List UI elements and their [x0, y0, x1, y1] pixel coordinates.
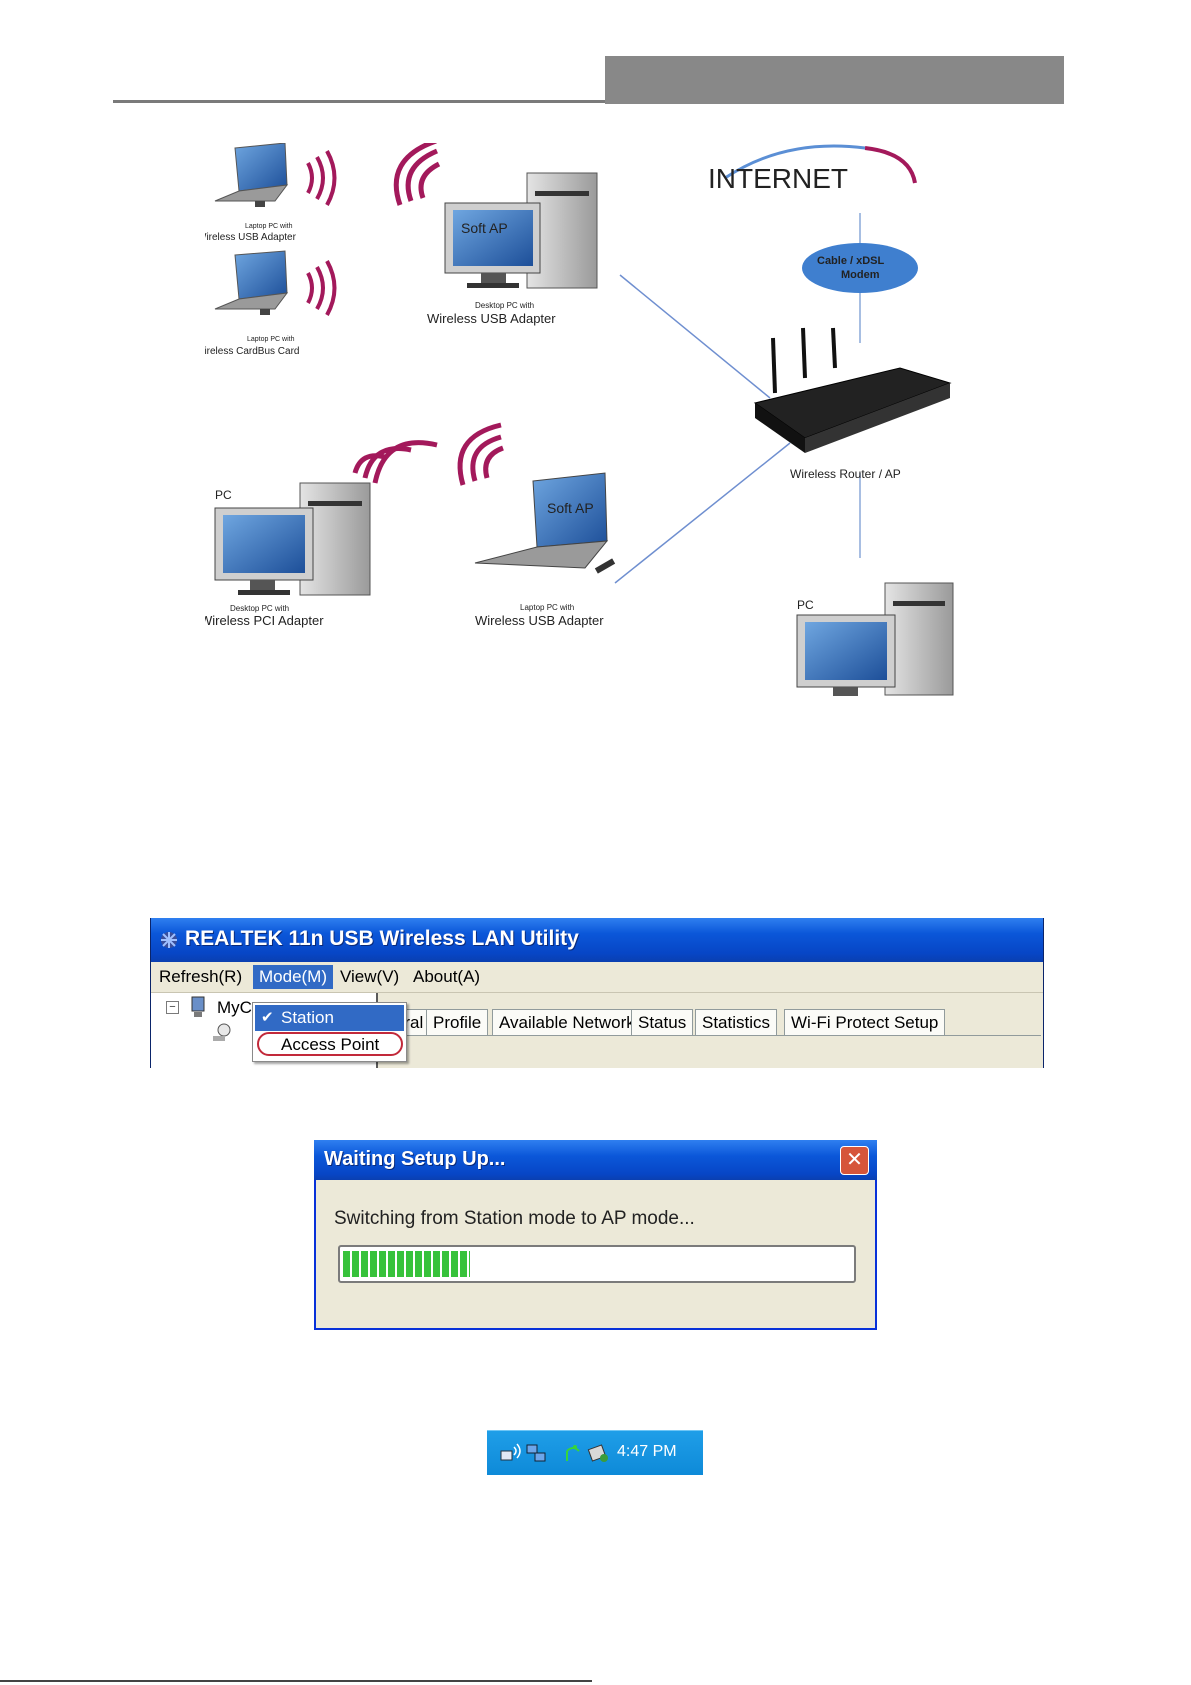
modem-label-2: Modem: [841, 269, 880, 281]
station-label: Station: [281, 1008, 334, 1027]
wifi-waves-icon: [306, 150, 337, 206]
wifi-waves-icon: [457, 422, 504, 486]
soft-ap-tray-icon[interactable]: [587, 1441, 611, 1465]
desktop-usb-label: Wireless USB Adapter: [427, 311, 556, 326]
network-diagram-svg: Laptop PC with Wireless USB Adapter Lapt…: [205, 143, 954, 696]
laptop-softap-label: Wireless USB Adapter: [475, 613, 604, 628]
dialog-title-bar[interactable]: Waiting Setup Up... ✕: [314, 1140, 877, 1180]
soft-ap-label: Soft AP: [461, 220, 508, 236]
dialog-title: Waiting Setup Up...: [324, 1148, 506, 1170]
menu-about[interactable]: About(A): [413, 967, 481, 986]
system-tray: 4:47 PM: [487, 1430, 703, 1475]
wifi-waves-icon: [352, 440, 438, 484]
modem-label-1: Cable / xDSL: [817, 255, 885, 267]
desktop-pc-icon: PC: [796, 582, 954, 696]
desktop-usb-small-label: Desktop PC with: [475, 301, 534, 310]
link-desktop-router: [619, 274, 771, 399]
wifi-waves-icon: [306, 260, 337, 316]
tree-collapse-icon[interactable]: −: [166, 1001, 179, 1014]
computer-icon: [191, 996, 205, 1017]
tab-profile[interactable]: Profile: [426, 1009, 489, 1036]
laptop-softap-small-label: Laptop PC with: [520, 603, 574, 612]
checkmark-icon: ✔: [261, 1009, 274, 1026]
utility-window: REALTEK 11n USB Wireless LAN Utility Ref…: [150, 918, 1044, 1068]
waiting-dialog: Waiting Setup Up... ✕ Switching from Sta…: [314, 1140, 877, 1330]
desktop-pci-icon: PC: [214, 482, 371, 596]
utility-title-bar[interactable]: REALTEK 11n USB Wireless LAN Utility: [151, 918, 1043, 962]
internet-icon: INTERNET: [708, 144, 917, 194]
tab-status[interactable]: Status: [631, 1009, 694, 1036]
pc-label-2: PC: [797, 598, 814, 612]
router-label: Wireless Router / AP: [790, 467, 901, 481]
tabs-area: eneral Profile Available Network Status …: [369, 993, 1041, 1068]
close-button[interactable]: ✕: [840, 1146, 869, 1175]
pc-label: PC: [215, 488, 232, 502]
network-connections-icon[interactable]: [525, 1441, 549, 1465]
footer-rule: [0, 1680, 592, 1682]
laptop-cardbus-icon: [214, 250, 289, 315]
menu-item-station[interactable]: ✔ Station: [255, 1005, 404, 1031]
highlight-ring: [257, 1032, 403, 1056]
adapter-icon: [213, 1023, 231, 1041]
laptop-usb-icon: [214, 143, 289, 207]
utility-title: REALTEK 11n USB Wireless LAN Utility: [185, 927, 579, 950]
desktop-pci-small-label: Desktop PC with: [230, 604, 289, 613]
laptop-cardbus-small-label: Laptop PC with: [247, 336, 295, 343]
laptop-softap-icon: Soft AP: [474, 472, 616, 574]
tab-wifi-protect-setup[interactable]: Wi-Fi Protect Setup: [784, 1009, 946, 1036]
internet-label: INTERNET: [708, 163, 848, 194]
mode-dropdown: ✔ Station Access Point: [252, 1002, 407, 1062]
router-icon: [753, 327, 952, 453]
network-diagram: Laptop PC with Wireless USB Adapter Lapt…: [205, 143, 965, 698]
soft-ap-label-2: Soft AP: [547, 500, 594, 516]
desktop-softap-icon: Soft AP: [444, 172, 598, 289]
tab-divider: [381, 1035, 1041, 1036]
realtek-app-icon: [161, 932, 177, 948]
progress-fill: [343, 1251, 470, 1277]
modem-icon: Cable / xDSL Modem: [802, 243, 918, 293]
header-rule: [113, 100, 605, 103]
access-point-label: Access Point: [281, 1035, 380, 1054]
progress-bar: [338, 1245, 856, 1283]
laptop-usb-small-label: Laptop PC with: [245, 223, 293, 230]
laptop-cardbus-label: Wireless CardBus Card: [205, 346, 299, 357]
tab-available-network[interactable]: Available Network: [492, 1009, 642, 1036]
wireless-network-icon[interactable]: [499, 1441, 523, 1465]
dialog-message: Switching from Station mode to AP mode..…: [334, 1208, 695, 1229]
menu-refresh[interactable]: Refresh(R): [159, 967, 243, 986]
menu-view[interactable]: View(V): [340, 967, 400, 986]
wifi-waves-icon: [393, 143, 441, 206]
tree-root-label[interactable]: MyC: [217, 998, 252, 1017]
header-box: [605, 56, 1064, 104]
menu-item-access-point[interactable]: Access Point: [255, 1032, 404, 1058]
tray-clock[interactable]: 4:47 PM: [617, 1443, 677, 1460]
link-laptop-router: [614, 442, 791, 584]
realtek-wireless-icon[interactable]: [563, 1441, 587, 1465]
laptop-usb-label: Wireless USB Adapter: [205, 232, 297, 243]
desktop-pci-label: Wireless PCI Adapter: [205, 613, 324, 628]
menu-mode[interactable]: Mode(M): [253, 965, 334, 989]
tab-statistics[interactable]: Statistics: [695, 1009, 778, 1036]
menu-bar: Refresh(R) Mode(M) View(V) About(A): [151, 962, 1043, 993]
